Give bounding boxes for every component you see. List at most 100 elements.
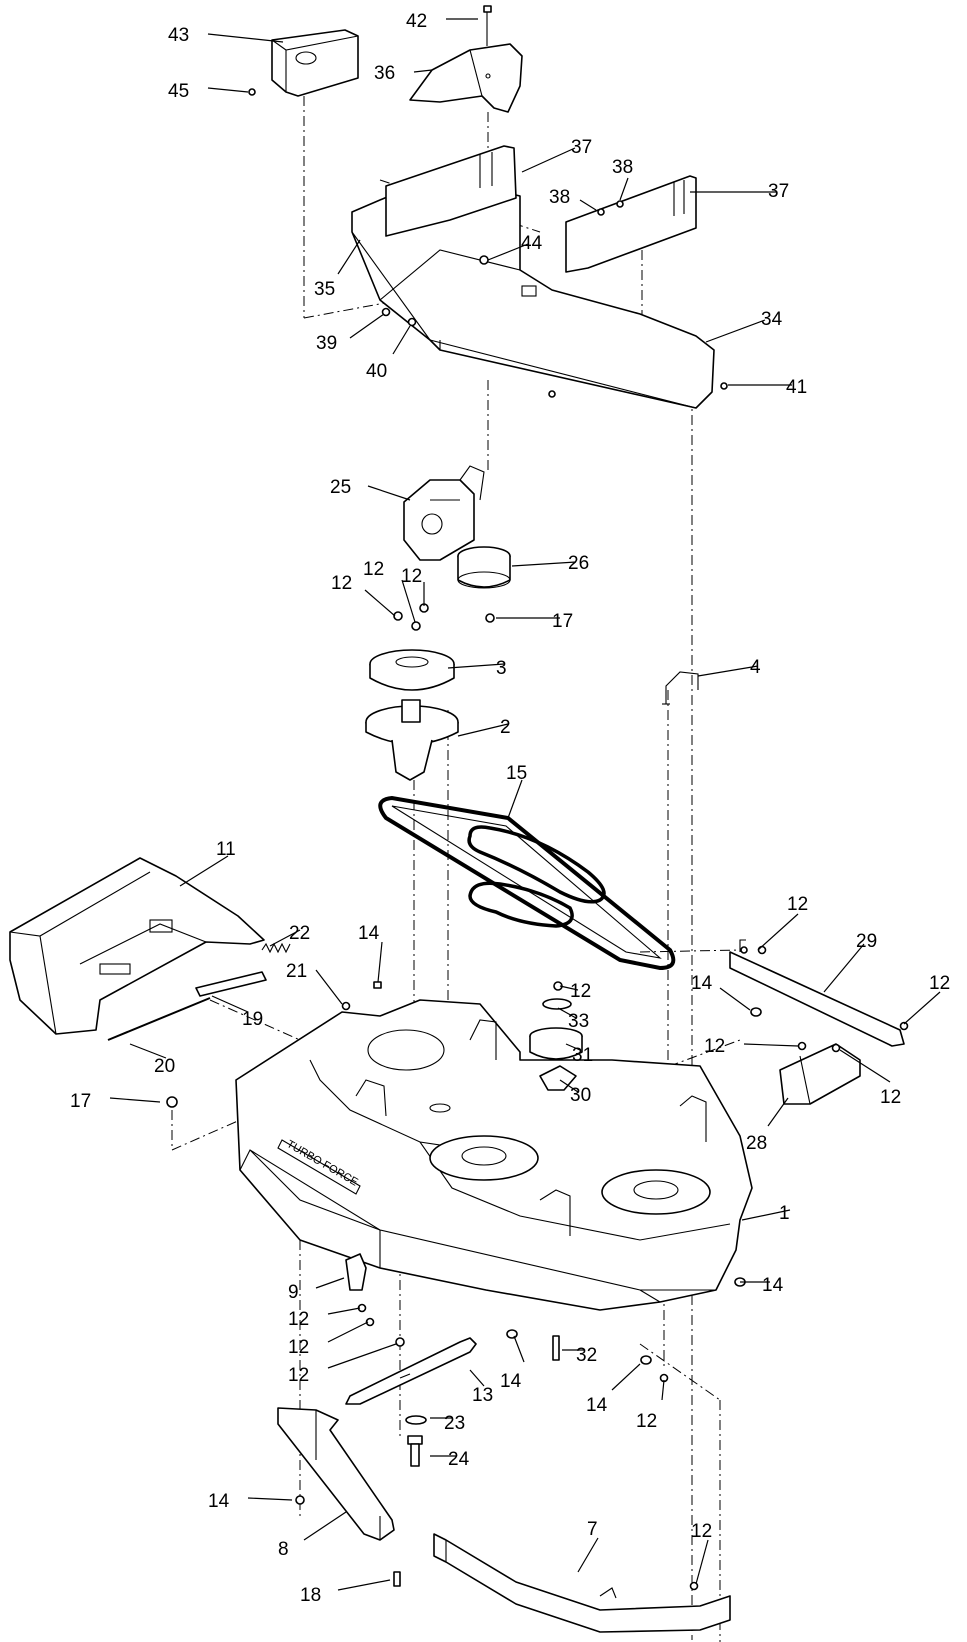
part-11-discharge-chute — [9, 857, 265, 1035]
leader-line-c14e — [611, 1363, 641, 1391]
leader-line-c19 — [211, 995, 249, 1013]
part-24-blade-bolt — [407, 1435, 423, 1467]
leader-line-c20 — [129, 1043, 167, 1059]
leader-line-c12b — [401, 579, 416, 623]
callout-c32: 32 — [576, 1345, 597, 1366]
callout-c4: 4 — [750, 657, 761, 678]
callout-c12c: 12 — [401, 566, 422, 587]
leader-line-c3 — [447, 663, 505, 669]
leader-line-c33 — [557, 1007, 577, 1019]
leader-line-c26 — [511, 561, 577, 567]
leader-line-c4 — [697, 665, 759, 677]
leader-line-c12j — [327, 1321, 369, 1343]
leader-line-c7 — [577, 1537, 599, 1573]
part-hardware-38-39-40-41-44 — [381, 200, 728, 398]
part-37-left-bracket — [385, 145, 517, 237]
callout-c12m: 12 — [691, 1521, 712, 1542]
leader-line-c18 — [337, 1579, 391, 1591]
leader-line-c21 — [315, 969, 343, 1005]
callout-c40: 40 — [366, 361, 387, 382]
part-8-baffle — [277, 1407, 395, 1541]
callout-c12d: 12 — [787, 894, 808, 915]
part-28-baffle — [779, 1043, 861, 1105]
callout-c37b: 37 — [768, 181, 789, 202]
part-26-idler-pulley — [457, 546, 511, 589]
part-32-bolt — [552, 1335, 560, 1361]
callout-c18: 18 — [300, 1585, 321, 1606]
callout-c37a: 37 — [571, 137, 592, 158]
leader-line-c22 — [269, 929, 301, 947]
leader-line-c12m — [695, 1539, 709, 1585]
callout-c31: 31 — [572, 1045, 593, 1066]
callout-c14e: 14 — [586, 1395, 608, 1416]
callout-c41: 41 — [786, 377, 807, 398]
part-9-bracket — [345, 1253, 367, 1291]
callout-c28: 28 — [746, 1133, 767, 1154]
callout-c36: 36 — [374, 63, 395, 84]
callout-c12j: 12 — [288, 1337, 309, 1358]
callout-c1: 1 — [779, 1203, 790, 1224]
callout-c3: 3 — [496, 658, 507, 679]
leader-line-c12k — [327, 1343, 397, 1369]
callout-c34: 34 — [761, 309, 783, 330]
part-12-nuts-lower — [357, 1303, 699, 1591]
leader-line-c36 — [413, 69, 433, 73]
leader-line-c12f — [559, 985, 579, 991]
leader-line-c13 — [469, 1369, 485, 1387]
callout-c9: 9 — [288, 1282, 299, 1303]
part-15-belt — [378, 795, 676, 971]
callout-c17a: 17 — [552, 611, 573, 632]
callout-c14a: 14 — [358, 923, 380, 944]
leader-line-c38a — [619, 177, 629, 201]
callout-c26: 26 — [568, 553, 589, 574]
callout-c14f: 14 — [208, 1491, 230, 1512]
callout-c30: 30 — [570, 1085, 591, 1106]
leader-line-c9 — [315, 1277, 345, 1289]
part-17-nut-lower — [166, 1096, 178, 1108]
part-36-top-cover — [409, 43, 523, 113]
part-1-mower-deck: TURBO FORCE — [235, 999, 753, 1311]
leader-line-c39 — [349, 313, 385, 339]
leader-line-c44 — [487, 243, 529, 261]
part-14-bolts-lower — [295, 1329, 652, 1505]
leader-line-c45 — [207, 87, 249, 93]
callout-c42: 42 — [406, 11, 427, 32]
leader-line-c29 — [823, 943, 865, 993]
leader-line-c40 — [392, 325, 411, 355]
part-2-spindle — [365, 699, 459, 781]
callout-c12k: 12 — [288, 1365, 309, 1386]
leader-line-c12h — [839, 1049, 891, 1083]
callout-c11: 11 — [216, 839, 236, 860]
callout-c20: 20 — [154, 1056, 175, 1077]
leader-line-c12i — [327, 1307, 361, 1315]
leader-line-c14d — [513, 1335, 525, 1363]
part-18-bolt — [393, 1571, 401, 1587]
callout-c43: 43 — [168, 25, 189, 46]
callout-c24: 24 — [448, 1449, 470, 1470]
leader-line-c1 — [741, 1209, 791, 1221]
callout-c33: 33 — [568, 1011, 589, 1032]
callout-c12l: 12 — [636, 1411, 657, 1432]
leader-line-c12d — [757, 913, 799, 951]
part-12-nuts-top — [393, 603, 429, 631]
part-43-cover — [271, 29, 359, 97]
part-25-idler-arm — [403, 465, 485, 561]
callout-c25: 25 — [330, 477, 351, 498]
leader-line-c37a — [521, 147, 576, 173]
callout-c38a: 38 — [612, 157, 633, 178]
part-22-spring — [261, 942, 291, 954]
callout-c14d: 14 — [500, 1371, 522, 1392]
leader-line-c11 — [179, 855, 229, 887]
leader-line-c31 — [565, 1043, 581, 1051]
part-20-rod — [107, 997, 211, 1041]
part-34-35-belt-shield — [351, 175, 715, 409]
part-33-washer — [542, 998, 572, 1010]
part-3-pulley — [369, 649, 455, 691]
callout-c14b: 14 — [691, 973, 713, 994]
callout-c12b: 12 — [363, 559, 384, 580]
callout-c12e: 12 — [929, 973, 950, 994]
part-4-rod — [662, 671, 699, 705]
callout-c45: 45 — [168, 81, 189, 102]
